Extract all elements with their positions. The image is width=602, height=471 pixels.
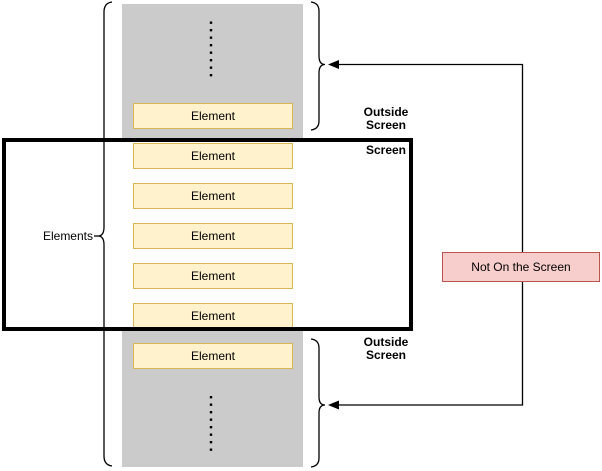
arrowhead-bottom-icon (328, 400, 339, 410)
outside-top-brace-icon (310, 1, 326, 131)
note-label: Not On the Screen (471, 260, 571, 274)
element-label: Element (190, 269, 236, 283)
element-label: Element (190, 349, 236, 363)
list-element-outside-bottom: Element (133, 343, 293, 369)
element-label: Element (190, 189, 236, 203)
element-label: Element (190, 229, 236, 243)
element-label: Element (190, 149, 236, 163)
outside-screen-top-label: Outside Screen (363, 105, 409, 132)
list-element-on-screen-4: Element (133, 263, 293, 289)
outside-bottom-brace-icon (310, 338, 326, 468)
list-element-on-screen-1: Element (133, 143, 293, 169)
list-element-on-screen-5: Element (133, 303, 293, 329)
not-on-screen-note: Not On the Screen (442, 252, 600, 282)
list-element-on-screen-2: Element (133, 183, 293, 209)
list-element-outside-top: Element (133, 103, 293, 129)
element-label: Element (190, 109, 236, 123)
element-label: Element (190, 309, 236, 323)
arrowhead-top-icon (328, 60, 339, 69)
list-element-on-screen-3: Element (133, 223, 293, 249)
elements-group-label: Elements (42, 229, 93, 243)
outside-screen-bottom-label: Outside Screen (363, 335, 409, 362)
screen-label: Screen (365, 143, 407, 157)
